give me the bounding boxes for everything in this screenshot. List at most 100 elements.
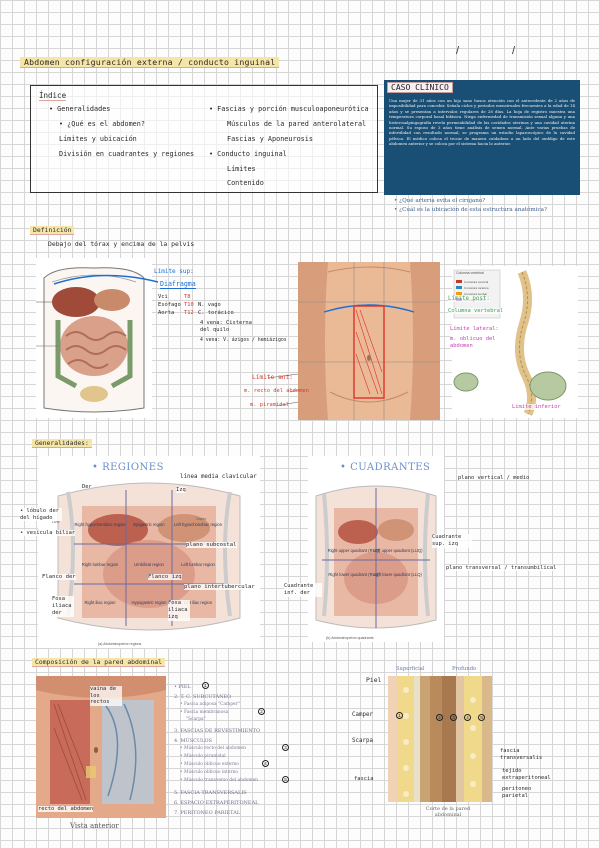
label-der: Der: [82, 484, 92, 490]
quadrant-label: Right upper quadrant (RUQ): [328, 548, 381, 553]
label-diafragma: Diafragma: [160, 280, 196, 289]
label-izq: Izq: [176, 487, 186, 493]
region-label: Umbilical region: [134, 562, 164, 567]
index-title: Índice: [39, 91, 67, 101]
label-recto: recto del abdomen: [38, 806, 94, 812]
region-label: Right hypochondriac region: [75, 522, 127, 527]
number-circle: 1: [202, 682, 209, 689]
label-fosa-izq: Fosa iliaca izq: [168, 600, 190, 621]
organs-svg: [36, 267, 145, 413]
caso-clinico-box: CASO CLÍNICO Una mujer de 31 años con un…: [384, 80, 580, 195]
index-item: Fascias y Aponeurosis: [227, 135, 313, 143]
label-lobulo: • lóbulo der del hígado: [20, 508, 62, 521]
spine-legend-item: Curvatura torácica: [464, 286, 489, 290]
index-item: • ¿Qué es el abdomen?: [59, 120, 145, 128]
spine-legend-item: Curvatura cervical: [464, 280, 489, 284]
layer-subitem: • Músculo oblicuo interno: [180, 770, 239, 775]
region-label: Right iliac region: [85, 600, 117, 605]
label-subcostal: plano subcostal: [186, 542, 237, 548]
label-flanco-der: Flanco der: [42, 574, 76, 580]
label-t12: T12: [184, 310, 194, 316]
label-limite-inferior: Límite inferior: [512, 404, 561, 410]
corte-svg: [388, 676, 492, 802]
region-label: Right lumbar region: [82, 562, 119, 567]
corte-caption: Corte de la pared abdominal: [425, 806, 471, 818]
layer-item: 3. FASCIAS DE REVESTIMIENTO: [174, 728, 261, 734]
layer-subitem: • Fascia adiposa "Camper": [180, 702, 240, 707]
label-plano-transversal: plano transversal / transumbilical: [446, 565, 557, 571]
label-c-toracico: C. torácico: [198, 310, 234, 316]
number-circle: 4: [464, 714, 471, 721]
region-label: Epigastric region: [133, 522, 165, 527]
label-m-recto: m. recto del abdomen: [244, 388, 309, 394]
regiones-panel: Right hypochondriac region Epigastric re…: [38, 456, 260, 648]
number-circle: 3: [450, 714, 457, 721]
label-diaphr: Diaphr: [196, 517, 207, 521]
layer-subitem: "Scarpa": [186, 717, 206, 722]
layer-subitem: • Músculo oblicuo externo: [180, 762, 239, 767]
number-circle: 2: [258, 708, 265, 715]
label-aorta: Aorta: [158, 310, 175, 316]
label-scarpa: Scarpa: [352, 738, 373, 744]
torso-svg: [298, 262, 440, 420]
label-plano-vertical: plano vertical / medio: [458, 475, 530, 481]
label-camper: Camper: [352, 712, 373, 718]
number-circle: 5: [478, 714, 485, 721]
torso-photo: [298, 262, 440, 420]
definicion-text: Debajo del tórax y encima de la pelvis: [48, 240, 195, 248]
layer-item: 2. T. C. SUBCUTÁNEO: [174, 694, 232, 700]
index-item: • Fascias y porción musculoaponeurótica: [209, 105, 369, 113]
cuadrantes-panel: Right upper quadrant (RUQ) Left upper qu…: [308, 456, 444, 642]
label-fosa-der: Fosa iliaca der: [52, 596, 74, 617]
layer-item: 4. MÚSCULOS: [174, 738, 213, 744]
date-slash: /: [456, 45, 460, 57]
quadrant-label: Right lower quadrant (RLQ): [328, 572, 380, 577]
spine-chart-title: Columna vertebral: [456, 271, 484, 275]
diaphragm-line: [53, 274, 159, 285]
label-n-vago: N. vago: [198, 302, 221, 308]
abdominal-wall-illustration: [36, 676, 166, 818]
label-f-transversalis: fascia transversalis: [500, 748, 543, 761]
index-item: • Conducto inguinal: [209, 150, 287, 158]
layer-subitem: • Fascia membranosa: [180, 710, 229, 715]
layer-item: 7. PERITONEO PARIETAL: [174, 810, 241, 816]
label-m-oblicuo: m. oblicuo del abdomen: [450, 336, 512, 350]
number-circle: 4: [262, 760, 269, 767]
index-item: Límites y ubicación: [59, 135, 137, 143]
index-item: Músculos de la pared anterolateral: [227, 120, 367, 128]
layer-item: 5. FASCIA TRANSVERSALIS: [174, 790, 247, 796]
label-m-piramidal: m. piramidal: [250, 402, 289, 408]
spine-legend-item: Curvatura lumbar: [464, 292, 488, 296]
region-label: Left hypochondriac region: [174, 522, 223, 527]
index-item: Límites: [227, 165, 256, 173]
label-cuadrante-sup: Cuadrante sup. izq: [432, 534, 472, 548]
abdominal-wall-svg: [36, 676, 166, 818]
layer-subitem: • Músculo piramidal: [180, 754, 226, 759]
label-columna: Columna vertebral: [448, 308, 504, 314]
label-linea-media: línea media clavicular: [180, 474, 257, 480]
cuadrantes-title: • CUADRANTES: [340, 462, 431, 473]
number-circle: 3: [282, 744, 289, 751]
composicion-head: Composición de la pared abdominal: [32, 658, 165, 667]
corte-illustration: [388, 676, 492, 802]
label-piel: Piel: [366, 676, 382, 684]
regiones-svg: Right hypochondriac region Epigastric re…: [38, 456, 260, 648]
index-item: Contenido: [227, 179, 264, 187]
label-cuadrante-inf: Cuadrante inf. der: [284, 583, 322, 597]
label-tejido-extra: tejido extraperitoneal: [502, 768, 551, 781]
index-item: División en cuadrantes y regiones: [59, 150, 195, 158]
label-intertubercular: plano intertubercular: [184, 584, 255, 590]
date-slash: /: [512, 45, 516, 57]
regiones-title: • REGIONES: [92, 462, 164, 473]
label-fascia: fascia: [354, 776, 374, 782]
index-item: • Generalidades: [49, 105, 111, 113]
region-label: Left iliac region: [184, 600, 213, 605]
generalidades-head: Generalidades:: [32, 439, 92, 448]
caso-question: • ¿Cuál es la ubicación de esta estructu…: [394, 207, 547, 213]
label-limite-sup: Límite sup:: [154, 268, 194, 275]
label-vesicula: • vesícula biliar: [20, 530, 76, 536]
label-v-azigos: 4 vena: V. ázigos / hemiázigos: [200, 338, 287, 343]
regiones-caption: (a) Abdominopelvic regions: [98, 642, 142, 646]
layer-subitem: • Músculo recto del abdomen: [180, 746, 246, 751]
layer-subitem: • Músculo transverso del abdomen: [180, 778, 259, 783]
